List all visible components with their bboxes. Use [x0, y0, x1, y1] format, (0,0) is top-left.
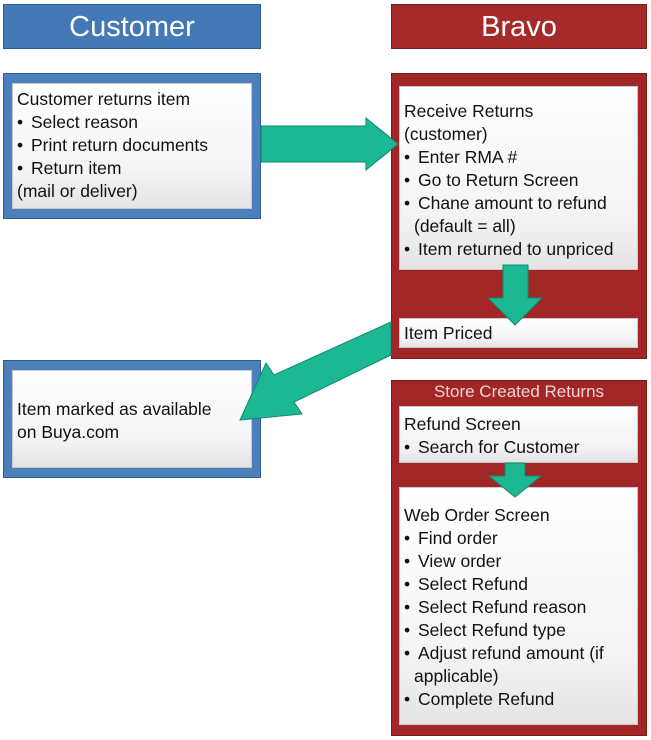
bullet-return-item: Return item: [17, 157, 247, 180]
bullet-adjust-refund-amount: Adjust refund amount (if: [404, 642, 633, 665]
bullet-item-returned-unpriced: Item returned to unpriced: [404, 238, 633, 261]
customer-column-header: Customer: [3, 4, 261, 49]
bullet-print-return-documents: Print return documents: [17, 134, 247, 157]
item-available-line-2: on Buya.com: [17, 422, 120, 442]
return-method-note: (mail or deliver): [17, 181, 138, 201]
bullet-change-amount-continued: (default = all): [414, 216, 516, 236]
bullet-enter-rma: Enter RMA #: [404, 146, 633, 169]
refund-screen-heading: Refund Screen: [404, 414, 521, 434]
bullet-find-order: Find order: [404, 527, 633, 550]
bullet-view-order: View order: [404, 550, 633, 573]
arrow-customer-to-bravo: [260, 116, 399, 172]
receive-returns-box: Receive Returns (customer) Enter RMA # G…: [399, 86, 638, 270]
bullet-select-reason: Select reason: [17, 111, 247, 134]
refund-screen-box: Refund Screen Search for Customer: [399, 406, 638, 463]
bullet-search-for-customer: Search for Customer: [404, 436, 633, 459]
web-order-heading: Web Order Screen: [404, 505, 550, 525]
arrow-priced-to-available: [239, 321, 392, 421]
customer-returns-box: Customer returns item Select reason Prin…: [12, 83, 252, 209]
receive-returns-heading: Receive Returns: [404, 101, 534, 121]
item-available-line-1: Item marked as available: [17, 399, 212, 419]
bullet-select-refund-reason: Select Refund reason: [404, 596, 633, 619]
bravo-column-header: Bravo: [391, 4, 647, 49]
customer-returns-heading: Customer returns item: [17, 89, 191, 109]
item-priced-label: Item Priced: [404, 323, 493, 343]
bullet-adjust-refund-amount-continued: applicable): [414, 666, 499, 686]
bullet-change-amount: Chane amount to refund: [404, 192, 633, 215]
arrow-refund-to-web-order: [487, 462, 543, 498]
store-created-returns-title: Store Created Returns: [433, 382, 605, 401]
bullet-select-refund-type: Select Refund type: [404, 619, 633, 642]
bullet-go-to-return-screen: Go to Return Screen: [404, 169, 633, 192]
receive-returns-subheading: (customer): [404, 124, 488, 144]
item-priced-box: Item Priced: [399, 318, 638, 348]
item-available-box: Item marked as available on Buya.com: [12, 370, 252, 468]
bullet-complete-refund: Complete Refund: [404, 688, 633, 711]
arrow-returns-to-priced: [486, 264, 544, 326]
bullet-select-refund: Select Refund: [404, 573, 633, 596]
web-order-screen-box: Web Order Screen Find order View order S…: [399, 487, 638, 725]
